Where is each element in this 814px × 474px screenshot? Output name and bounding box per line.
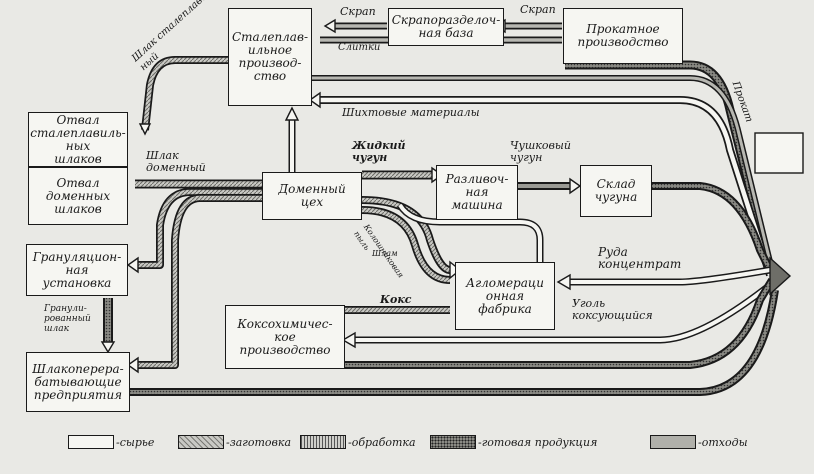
scrap-label-2: Скрап — [520, 3, 556, 16]
liquid-iron-label: Жидкий чугун — [352, 139, 406, 164]
ore-concentrate-label: Руда концентрат — [598, 245, 682, 271]
legend-swatch-finished — [430, 435, 476, 449]
legend-raw: -сырье — [68, 433, 154, 451]
legend-label: -сырье — [116, 435, 155, 449]
arrow — [100, 341, 116, 354]
scrap-label: Скрап — [340, 5, 376, 18]
legend-label: -заготовка — [226, 435, 292, 449]
arrow — [284, 106, 300, 121]
granulated-slag-label: Гранули- рованный шлак — [44, 304, 91, 334]
legend-swatch-raw — [68, 435, 114, 449]
legend-finished: -готовая продукция — [430, 433, 597, 451]
legend-waste: -отходы — [650, 433, 748, 451]
casting-machine-box: Разливоч- ная машина — [436, 165, 518, 220]
output-box — [754, 132, 804, 174]
arrow — [126, 256, 139, 274]
rolling-production-box: Прокатное производство — [563, 8, 683, 64]
legend-blank: -заготовка — [178, 433, 291, 451]
legend-swatch-blank — [178, 435, 224, 449]
pig-iron-label: Чушковый чугун — [510, 139, 571, 164]
legend-processing: -обработка — [300, 433, 416, 451]
arrow — [323, 18, 336, 34]
legend-swatch-processing — [300, 435, 346, 449]
arrow — [769, 256, 792, 296]
sinter-plant-box: Агломераци онная фабрика — [455, 262, 555, 330]
blast-slag-dump-box: Отвал доменных шлаков — [28, 167, 128, 225]
legend-swatch-waste — [650, 435, 696, 449]
pig-iron-store-box: Склад чугуна — [580, 165, 652, 217]
blast-furnace-box: Доменный цех — [262, 172, 362, 220]
granulation-box: Грануляцион- ная установка — [26, 244, 128, 296]
coking-coal-label: Уголь коксующийся — [572, 297, 653, 322]
blast-slag-label: Шлак доменный — [146, 149, 206, 174]
steel-slag-dump-box: Отвал сталеплавиль- ных шлаков — [28, 112, 128, 167]
arrow — [308, 91, 321, 109]
arrow — [126, 356, 139, 374]
arrow — [569, 177, 582, 195]
slag-processing-box: Шлакоперера- батывающие предприятия — [26, 352, 130, 412]
legend-label: -готовая продукция — [478, 435, 598, 449]
legend-label: -отходы — [698, 435, 748, 449]
coke-label: Кокс — [380, 293, 412, 306]
coke-chemical-box: Коксохимичес- кое производство — [225, 305, 345, 369]
sludge-label: Шлам — [372, 249, 398, 258]
legend-label: -обработка — [348, 435, 416, 449]
arrow — [138, 123, 152, 136]
ingots-label: Слитки — [338, 42, 381, 53]
steel-production-box: Сталеплав- ильное производ- ство — [228, 8, 312, 106]
arrow — [341, 331, 356, 349]
scrap-base-box: Скрапоразделоч- ная база — [388, 8, 504, 46]
arrow — [556, 273, 571, 291]
charge-materials-label: Шихтовые материалы — [342, 106, 480, 119]
